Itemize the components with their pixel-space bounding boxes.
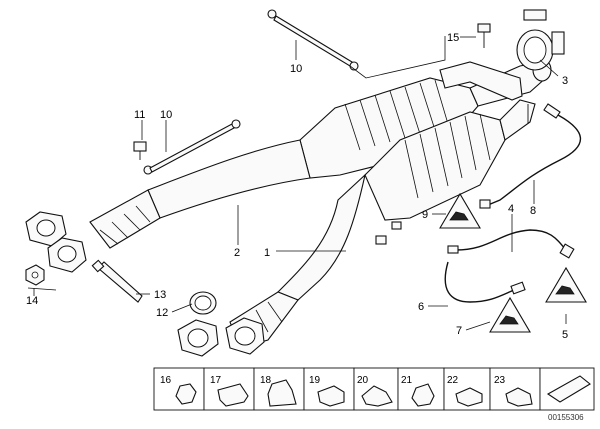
strip-bolt-clip-icon (505, 387, 533, 407)
strip-clamp-icon (455, 387, 483, 407)
callout-10-top: 10 (290, 63, 302, 75)
strip-label-16: 16 (160, 375, 172, 386)
oxygen-sensor-lower[interactable] (447, 229, 575, 259)
converter-mount-bracket[interactable] (439, 61, 529, 124)
lower-manifold-flange-left[interactable] (177, 319, 219, 357)
hex-bolt-top[interactable] (477, 23, 491, 48)
long-stud-bolt[interactable] (91, 259, 143, 303)
strip-label-18: 18 (260, 375, 272, 386)
strip-label-22: 22 (447, 375, 459, 386)
leader-lines (27, 36, 567, 331)
warning-label-triangle-5[interactable] (545, 266, 587, 303)
callout-7: 7 (456, 325, 462, 337)
callout-4: 4 (508, 203, 514, 215)
strip-label-20: 20 (357, 375, 369, 386)
warning-label-triangle-9[interactable] (439, 192, 481, 229)
lower-catalytic-converter[interactable] (364, 99, 536, 221)
callout-labels: 15 10 3 11 10 2 1 9 4 8 13 12 14 6 7 5 (26, 32, 568, 341)
strip-clip-icon (217, 383, 249, 407)
support-strut-top[interactable] (267, 9, 359, 71)
lower-manifold-flange-right[interactable] (225, 317, 265, 355)
callout-11: 11 (134, 109, 145, 121)
callout-12: 12 (156, 307, 168, 319)
small-parts-strip: 16 17 18 19 20 21 22 23 (153, 367, 595, 411)
upper-exhaust-pipe[interactable] (89, 139, 311, 249)
callout-9: 9 (422, 209, 428, 221)
strip-double-clamp-icon (317, 385, 345, 407)
callout-6: 6 (418, 301, 424, 313)
callout-1: 1 (264, 247, 270, 259)
flange-nut[interactable] (25, 264, 45, 286)
sensor-connector[interactable] (375, 221, 402, 245)
strip-bracket-icon (267, 379, 297, 407)
callout-3: 3 (562, 75, 568, 87)
support-strut-left[interactable] (143, 119, 241, 175)
document-id: 00155306 (548, 413, 584, 422)
callout-2: 2 (234, 247, 240, 259)
callout-15: 15 (447, 32, 459, 44)
pipe-clamp[interactable] (516, 9, 565, 71)
strip-spring-clip-icon (361, 385, 393, 407)
callout-8: 8 (530, 205, 536, 217)
oxygen-sensor-middle[interactable] (444, 261, 526, 303)
upper-manifold-flange-right[interactable] (47, 237, 87, 273)
strip-label-23: 23 (494, 375, 506, 386)
callout-5: 5 (562, 329, 568, 341)
gasket-ring[interactable] (189, 291, 217, 315)
callout-10-left: 10 (160, 109, 172, 121)
callout-13: 13 (154, 289, 166, 301)
upper-manifold-flange-left[interactable] (25, 211, 67, 247)
strip-label-19: 19 (309, 375, 321, 386)
strip-label-21: 21 (401, 375, 413, 386)
strip-hex-nut-icon (175, 383, 197, 405)
callout-14: 14 (26, 295, 38, 307)
strip-sleeve-icon (411, 383, 435, 407)
strip-label-17: 17 (210, 375, 222, 386)
hex-nut[interactable] (133, 141, 147, 160)
oxygen-sensor-upper[interactable] (479, 103, 582, 209)
warning-label-triangle-7[interactable] (489, 296, 531, 333)
strip-wedge-icon (546, 375, 591, 403)
